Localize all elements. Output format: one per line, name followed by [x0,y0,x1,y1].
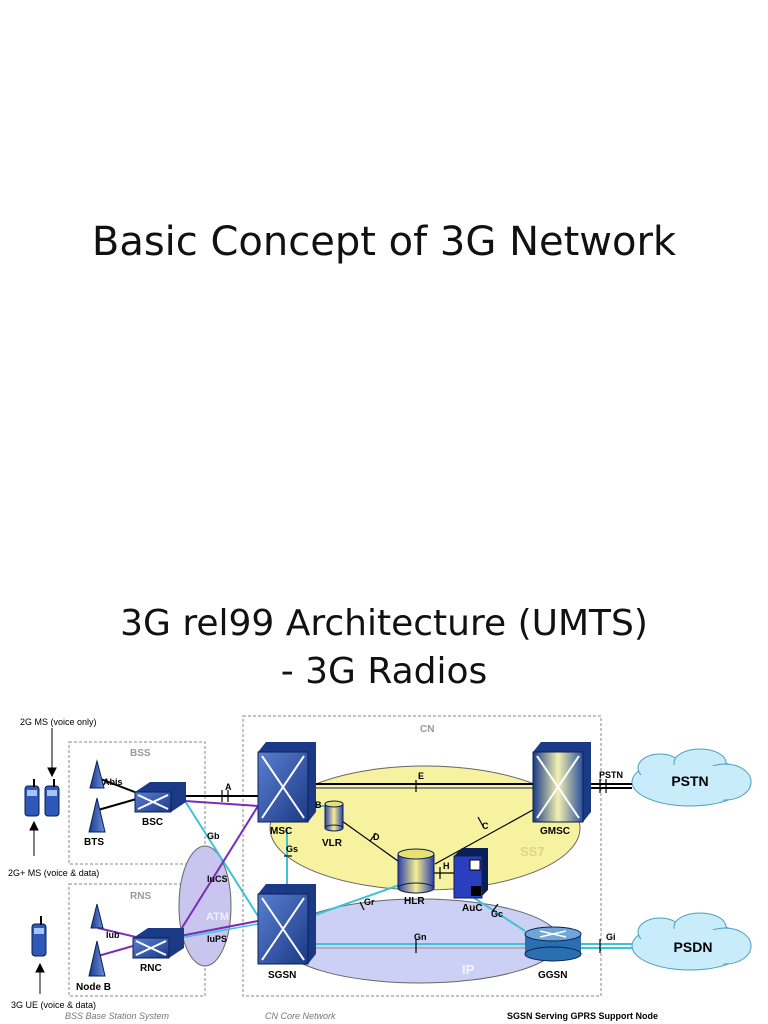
legend-cn: CN Core Network [265,1011,336,1021]
router-icon [524,926,582,962]
architecture-title: 3G rel99 Architecture (UMTS) - 3G Radios [0,600,768,696]
cn-box [242,715,602,997]
msc-icon [257,742,316,823]
vlr-icon [324,800,344,832]
psdn-cloud-label: PSDN [674,939,713,955]
architecture-title-line2: - 3G Radios [280,651,488,692]
bss-label: BSS [130,748,151,759]
phone-icon [24,779,60,957]
interface-ticks [221,779,607,953]
auc-icon [453,848,488,899]
gi-label: Gi [606,932,616,942]
e-label: E [418,771,424,781]
umts-architecture-diagram: BSS RNS CN SS7 IP ATM PSTN PSDN [8,715,752,1021]
pstn-cloud: PSTN [631,748,752,807]
iub-label: Iub [106,930,120,940]
b-label: B [315,800,322,810]
hlr-icon [397,848,435,894]
gmsc-label: GMSC [540,826,570,837]
gn-label: Gn [414,932,427,942]
bts-label: BTS [84,837,104,848]
iucs-label: IuCS [207,874,228,884]
gr-label: Gr [364,897,375,907]
pstn-if-label: PSTN [599,770,623,780]
legend-sgsn: SGSN Serving GPRS Support Node [507,1011,658,1021]
slide-title: Basic Concept of 3G Network [91,219,677,265]
ss7-label: SS7 [520,844,545,859]
iups-label: IuPS [207,934,227,944]
sgsn-label: SGSN [268,970,296,981]
bsc-label: BSC [142,817,163,828]
architecture-title-line1: 3G rel99 Architecture (UMTS) [120,603,648,644]
msc-label: MSC [270,826,292,837]
gc-label: Gc [491,909,503,919]
rns-label: RNS [130,891,151,902]
rnc-icon [132,928,184,959]
ms2g-label: 2G MS (voice only) [20,717,97,727]
tower-icon [88,759,106,977]
sgsn-icon [257,884,316,965]
nodeb-label: Node B [76,982,111,993]
vlr-label: VLR [322,838,343,849]
c-label: C [482,821,489,831]
ms2gplus-label: 2G+ MS (voice & data) [8,868,99,878]
gs-label: Gs [286,844,298,854]
bsc-icon [134,782,186,813]
arrow-icon [29,728,57,994]
hlr-label: HLR [404,896,425,907]
gb-label: Gb [207,831,220,841]
ue3g-label: 3G UE (voice & data) [11,1000,96,1010]
abis-label: Abis [103,777,123,787]
ip-label: IP [462,962,475,977]
legend-bss: BSS Base Station System [65,1011,170,1021]
rnc-label: RNC [140,963,162,974]
ggsn-label: GGSN [538,970,567,981]
pstn-cloud-label: PSTN [671,773,708,789]
d-label: D [373,832,380,842]
links [97,777,632,957]
cn-label: CN [420,724,434,735]
h-label: H [443,861,450,871]
atm-network [178,845,232,967]
auc-label: AuC [462,903,483,914]
gmsc-icon [532,742,591,823]
psdn-cloud: PSDN [631,912,752,971]
a-label: A [225,782,232,792]
atm-label: ATM [206,911,229,923]
